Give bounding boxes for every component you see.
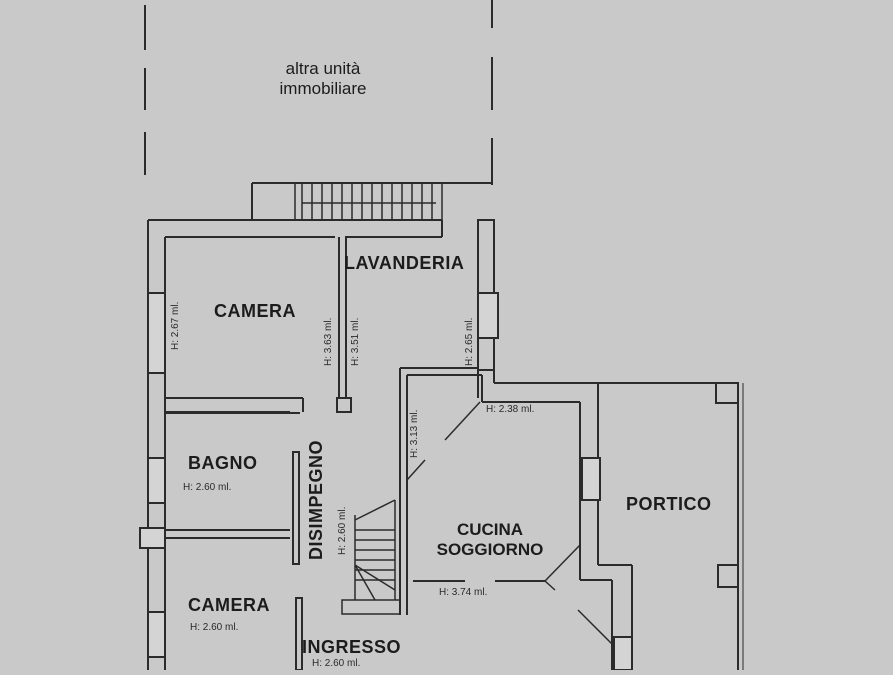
- room-label-bagno: BAGNO: [188, 453, 258, 473]
- west-wall: [139, 219, 443, 670]
- room-label-camera-top: CAMERA: [214, 301, 296, 321]
- room-label-cucina-soggiorno: CUCINA SOGGIORNO: [420, 520, 560, 560]
- other-unit-boundary: [144, 0, 493, 220]
- height-label-lavanderia-left: H: 3.63 ml.: [323, 317, 334, 366]
- bagno-walls: [165, 412, 303, 671]
- room-label-lavanderia: LAVANDERIA: [344, 253, 465, 273]
- interior-stair: [341, 499, 401, 615]
- other-unit-line1: altra unità: [285, 59, 361, 78]
- lavanderia-east-wall: [399, 219, 598, 615]
- height-label-cucina-left: H: 3.13 ml.: [409, 409, 420, 458]
- portico-walls: [598, 382, 744, 670]
- height-label-lavanderia-east: H: 2.65 ml.: [464, 317, 475, 366]
- cucina-line1: CUCINA: [456, 520, 524, 539]
- height-label-ingresso: H: 2.60 ml.: [312, 658, 361, 669]
- room-label-ingresso: INGRESSO: [302, 637, 402, 657]
- height-label-camera-top: H: 2.67 ml.: [170, 301, 181, 350]
- room-label-disimpegno: DISIMPEGNO: [306, 439, 326, 560]
- height-label-cucina-bottom: H: 3.74 ml.: [439, 587, 488, 598]
- room-label-portico: PORTICO: [626, 494, 712, 514]
- room-label-camera-bottom: CAMERA: [188, 595, 270, 615]
- other-unit-line2: immobiliare: [279, 79, 367, 98]
- other-unit-label: altra unità immobiliare: [258, 59, 388, 99]
- exterior-stair: [294, 182, 443, 221]
- height-label-cucina-top: H: 2.38 ml.: [486, 404, 535, 415]
- cucina-walls: [406, 383, 633, 671]
- height-label-bagno: H: 2.60 ml.: [183, 482, 232, 493]
- height-label-camera-bottom: H: 2.60 ml.: [190, 622, 239, 633]
- cucina-line2: SOGGIORNO: [436, 540, 544, 559]
- height-label-disimpegno: H: 2.60 ml.: [337, 506, 348, 555]
- height-label-lavanderia-right: H: 3.51 ml.: [350, 317, 361, 366]
